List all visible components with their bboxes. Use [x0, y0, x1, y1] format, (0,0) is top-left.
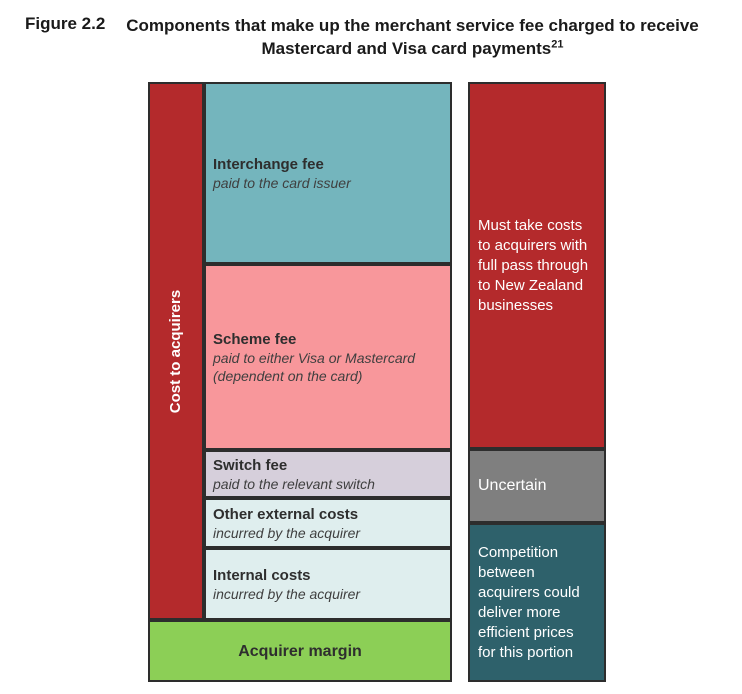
scheme-fee-subtext: paid to either Visa or Mastercard (depen…	[213, 349, 416, 384]
other-external-costs-block: Other external costs incurred by the acq…	[204, 498, 452, 548]
internal-costs-block: Internal costs incurred by the acquirer	[204, 548, 452, 620]
switch-fee-heading: Switch fee	[213, 456, 288, 474]
interchange-fee-heading: Interchange fee	[213, 155, 324, 173]
scheme-fee-block: Scheme fee paid to either Visa or Master…	[204, 264, 452, 450]
other-external-costs-heading: Other external costs	[213, 505, 359, 523]
competition-annotation-block: Competition between acquirers could deli…	[468, 523, 606, 682]
figure-title-line2: Mastercard and Visa card payments	[261, 39, 552, 58]
figure-title-line1: Components that make up the merchant ser…	[126, 16, 699, 35]
competition-annotation-text: Competition between acquirers could deli…	[478, 543, 580, 661]
acquirer-margin-heading: Acquirer margin	[238, 642, 362, 660]
footnote-reference: 21	[551, 38, 564, 51]
interchange-fee-block: Interchange fee paid to the card issuer	[204, 82, 452, 264]
figure-label: Figure 2.2	[25, 14, 106, 33]
figure-title: Components that make up the merchant ser…	[95, 14, 730, 60]
cost-to-acquirers-label: Cost to acquirers	[167, 289, 185, 413]
pass-through-annotation-text: Must take costs to acquirers with full p…	[478, 216, 589, 314]
internal-costs-subtext: incurred by the acquirer	[213, 585, 361, 602]
acquirer-margin-block: Acquirer margin	[148, 620, 452, 682]
switch-fee-block: Switch fee paid to the relevant switch	[204, 450, 452, 498]
switch-fee-subtext: paid to the relevant switch	[213, 475, 375, 492]
internal-costs-heading: Internal costs	[213, 566, 311, 584]
interchange-fee-subtext: paid to the card issuer	[213, 174, 351, 191]
pass-through-annotation-block: Must take costs to acquirers with full p…	[468, 82, 606, 449]
other-external-costs-subtext: incurred by the acquirer	[213, 524, 361, 541]
uncertain-annotation-block: Uncertain	[468, 449, 606, 523]
cost-to-acquirers-bar: Cost to acquirers	[148, 82, 204, 620]
uncertain-annotation-text: Uncertain	[478, 477, 547, 494]
scheme-fee-heading: Scheme fee	[213, 330, 297, 348]
